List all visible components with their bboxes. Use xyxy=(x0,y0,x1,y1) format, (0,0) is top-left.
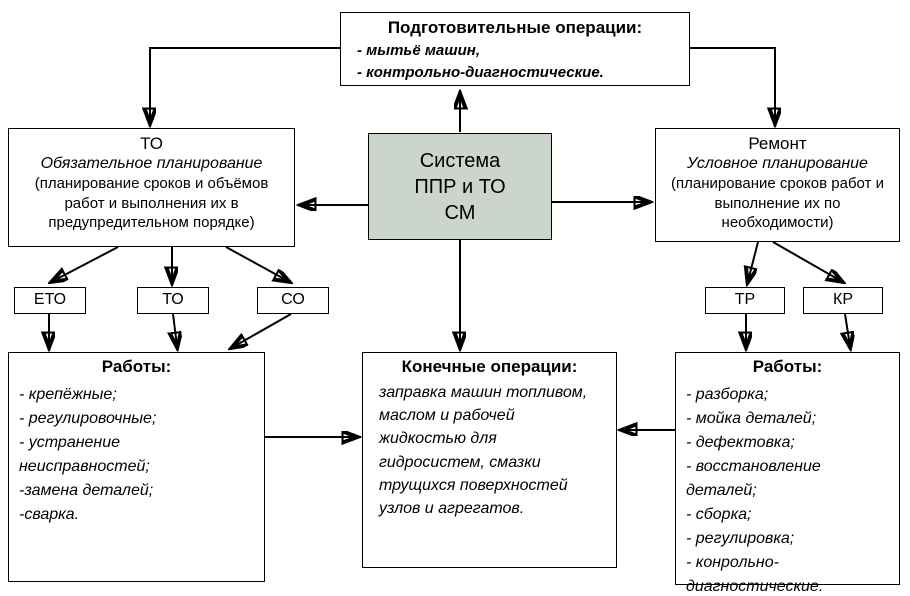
arrow-to2-works xyxy=(173,313,177,346)
final-operations-title: Конечные операции: xyxy=(401,357,578,376)
system-label: Система ППР и ТО СМ xyxy=(414,149,506,224)
works-right-item: - восстановление деталей; xyxy=(686,458,821,499)
arrow-repair-tr xyxy=(748,241,759,281)
to-box: ТО Обязательное планирование (планирован… xyxy=(8,128,295,247)
arrow-to-eto xyxy=(53,246,119,281)
arrow-prep-to-to xyxy=(150,47,340,122)
works-right-item: - разборка; xyxy=(686,386,769,403)
works-left-item: - устранение неисправностей; xyxy=(19,434,150,475)
repair-subtitle: Условное планирование xyxy=(687,155,868,172)
arrow-so-works xyxy=(233,313,292,347)
prep-operations-box: Подготовительные операции: - мытьё машин… xyxy=(340,12,690,86)
final-operations-box: Конечные операции: заправка машин топлив… xyxy=(362,352,617,568)
works-left-item: - крепёжные; xyxy=(19,386,117,403)
to-title: ТО xyxy=(140,134,163,153)
works-right-item: - дефектовка; xyxy=(686,434,795,451)
prep-operations-title: Подготовительные операции: xyxy=(387,18,643,37)
type-box-kr: КР xyxy=(803,287,883,314)
works-right-item: - мойка деталей; xyxy=(686,410,817,427)
arrow-kr-works xyxy=(845,313,850,346)
works-right-item: - регулировка; xyxy=(686,530,795,547)
system-box: Система ППР и ТО СМ xyxy=(368,133,552,240)
works-right-title: Работы: xyxy=(752,357,823,376)
arrow-repair-kr xyxy=(772,241,841,281)
works-right-item: - конрольно-диагностические. xyxy=(686,554,824,595)
works-left-box: Работы: - крепёжные; - регулировочные; -… xyxy=(8,352,265,582)
works-left-list: - крепёжные; - регулировочные; - устране… xyxy=(9,377,264,527)
repair-description: (планирование сроков работ и выполнение … xyxy=(671,175,884,232)
works-left-title: Работы: xyxy=(101,357,172,376)
repair-title: Ремонт xyxy=(748,134,807,153)
to-subtitle: Обязательное планирование xyxy=(40,155,263,172)
type-box-so: СО xyxy=(257,287,329,314)
to-description: (планирование сроков и объёмов работ и в… xyxy=(34,175,269,232)
type-box-to: ТО xyxy=(137,287,209,314)
type-box-tr: ТР xyxy=(705,287,785,314)
works-left-item: -сварка. xyxy=(19,506,80,523)
works-right-list: - разборка; - мойка деталей; - дефектовк… xyxy=(676,377,899,596)
arrow-to-so xyxy=(225,246,288,281)
arrow-prep-to-repair xyxy=(690,47,775,122)
prep-operation-item: - контрольно-диагностические. xyxy=(357,63,604,81)
works-left-item: -замена деталей; xyxy=(19,482,154,499)
prep-operation-item: - мытьё машин, xyxy=(357,42,480,59)
repair-box: Ремонт Условное планирование (планирован… xyxy=(655,128,900,242)
type-box-eto: ЕТО xyxy=(14,287,86,314)
works-right-box: Работы: - разборка; - мойка деталей; - д… xyxy=(675,352,900,595)
works-right-item: - сборка; xyxy=(686,506,752,523)
final-operations-description: заправка машин топливом, маслом и рабоче… xyxy=(379,384,588,517)
works-left-item: - регулировочные; xyxy=(19,410,157,427)
